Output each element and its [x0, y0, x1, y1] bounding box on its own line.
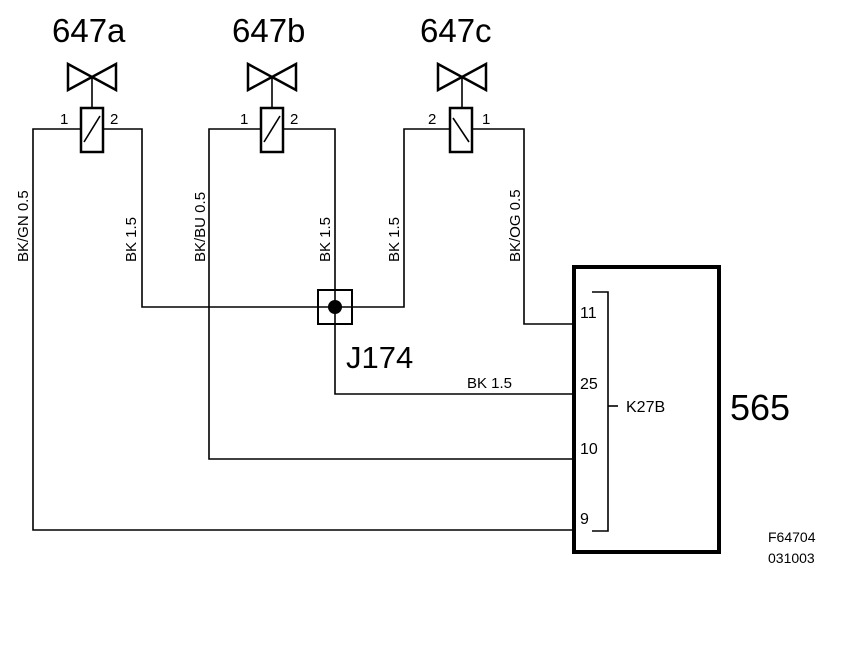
valve-left-triangle — [66, 61, 95, 93]
junction-dot — [328, 300, 342, 314]
valve-left-triangle — [246, 61, 275, 93]
wire-label: BK/BU 0.5 — [192, 192, 209, 262]
wire-label: BK/OG 0.5 — [507, 189, 524, 262]
module-box — [572, 265, 721, 554]
wire-bk-bu — [208, 128, 590, 460]
date-code: 031003 — [768, 550, 815, 566]
module-565: 11 25 10 9 K27B 565 — [572, 265, 790, 554]
wire-bk-og — [472, 128, 590, 325]
pin-label: 2 — [290, 111, 298, 128]
pin-label: 1 — [240, 111, 248, 128]
wire-bk-c — [352, 128, 450, 308]
valve-647b: 647b 1 2 — [232, 12, 305, 154]
valve-647b-label: 647b — [232, 12, 305, 49]
module-pin-label: 25 — [580, 376, 598, 393]
valve-647a-label: 647a — [52, 12, 126, 49]
valve-647c-label: 647c — [420, 12, 492, 49]
module-pin-label: 11 — [580, 305, 597, 322]
pin-label: 2 — [110, 111, 118, 128]
solenoid-diagonal — [452, 117, 470, 143]
wire-bk-gn — [32, 128, 590, 531]
solenoid-diagonal — [263, 115, 281, 143]
wire-label: BK 1.5 — [123, 217, 140, 262]
junction-label: J174 — [346, 340, 413, 375]
pin-label: 1 — [482, 111, 490, 128]
pin-label: 2 — [428, 111, 436, 128]
module-pin-label: 9 — [580, 511, 589, 528]
junction-j174: J174 — [317, 289, 413, 375]
module-label: 565 — [730, 387, 790, 428]
valve-647c: 647c 2 1 — [420, 12, 492, 154]
pin-label: 1 — [60, 111, 68, 128]
wire-bk-b — [283, 128, 336, 290]
connector-bracket — [592, 291, 609, 532]
wire-label: BK 1.5 — [386, 217, 403, 262]
solenoid-diagonal — [83, 115, 101, 143]
wire-label: BK 1.5 — [467, 375, 512, 392]
valve-right-triangle — [459, 61, 488, 93]
connector-label: K27B — [626, 399, 665, 416]
valve-left-triangle — [436, 61, 465, 93]
valve-right-triangle — [89, 61, 118, 93]
wire-label: BK 1.5 — [317, 217, 334, 262]
valve-647a: 647a 1 2 — [52, 12, 126, 154]
figure-id: F64704 — [768, 529, 816, 545]
module-pin-label: 10 — [580, 441, 598, 458]
wire-bk-junction — [334, 324, 590, 395]
valve-right-triangle — [269, 61, 298, 93]
wire-label: BK/GN 0.5 — [15, 190, 32, 262]
wire-bk-a — [103, 128, 318, 308]
